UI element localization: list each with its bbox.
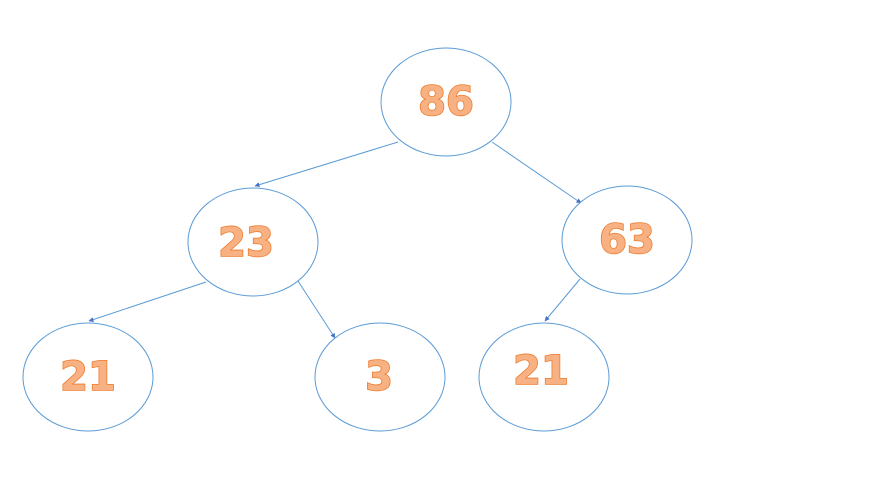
node-ellipse xyxy=(561,185,693,295)
node-ellipse xyxy=(314,322,446,432)
edge-left-to-left-left xyxy=(88,281,207,322)
node-label-left: 23 xyxy=(218,220,274,266)
tree-node-right: 63 xyxy=(561,185,693,295)
node-ellipse xyxy=(380,47,512,157)
edge-left-to-left-right xyxy=(297,280,336,339)
tree-node-left-left: 21 xyxy=(22,322,154,432)
edge-root-to-left xyxy=(254,141,399,188)
node-label-left-right: 3 xyxy=(365,354,393,400)
edge-right-to-right-left xyxy=(544,278,581,322)
tree-node-right-left: 21 xyxy=(478,322,610,432)
node-label-right-left: 21 xyxy=(513,348,569,394)
tree-node-left: 23 xyxy=(187,187,319,297)
tree-node-left-right: 3 xyxy=(314,322,446,432)
tree-node-root: 86 xyxy=(380,47,512,157)
edge-root-to-right xyxy=(491,141,582,204)
node-ellipse xyxy=(22,322,154,432)
edges xyxy=(88,141,582,339)
node-ellipse xyxy=(478,322,610,432)
node-label-left-left: 21 xyxy=(60,354,116,400)
node-label-root: 86 xyxy=(418,79,474,125)
node-ellipse xyxy=(187,187,319,297)
node-label-right: 63 xyxy=(599,217,655,263)
